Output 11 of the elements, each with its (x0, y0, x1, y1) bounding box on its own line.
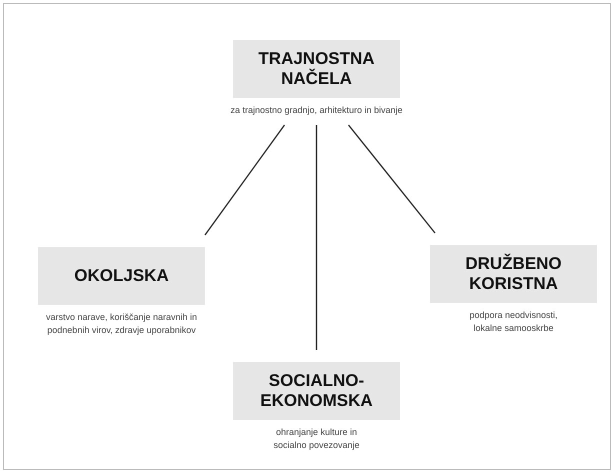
connector-line (204, 124, 286, 236)
description-text: za trajnostno gradnjo, arhitekturo in bivanje (229, 104, 404, 117)
connector-line (348, 124, 436, 234)
description-text: varstvo narave, koriščanje naravnih in podnebnih virov, zdravje uporabnikov (44, 311, 198, 337)
description-text: podpora neodvisnosti, lokalne samooskrbe (468, 309, 559, 335)
heading-box: OKOLJSKA (38, 247, 205, 305)
description-text: ohranjanje kulture in socialno povezovanje (272, 426, 361, 452)
heading-box: DRUŽBENO KORISTNA (430, 245, 597, 303)
connector-line (316, 125, 318, 350)
heading-box: TRAJNOSTNA NAČELA (233, 40, 400, 98)
heading-box: SOCIALNO- EKONOMSKA (233, 362, 400, 420)
